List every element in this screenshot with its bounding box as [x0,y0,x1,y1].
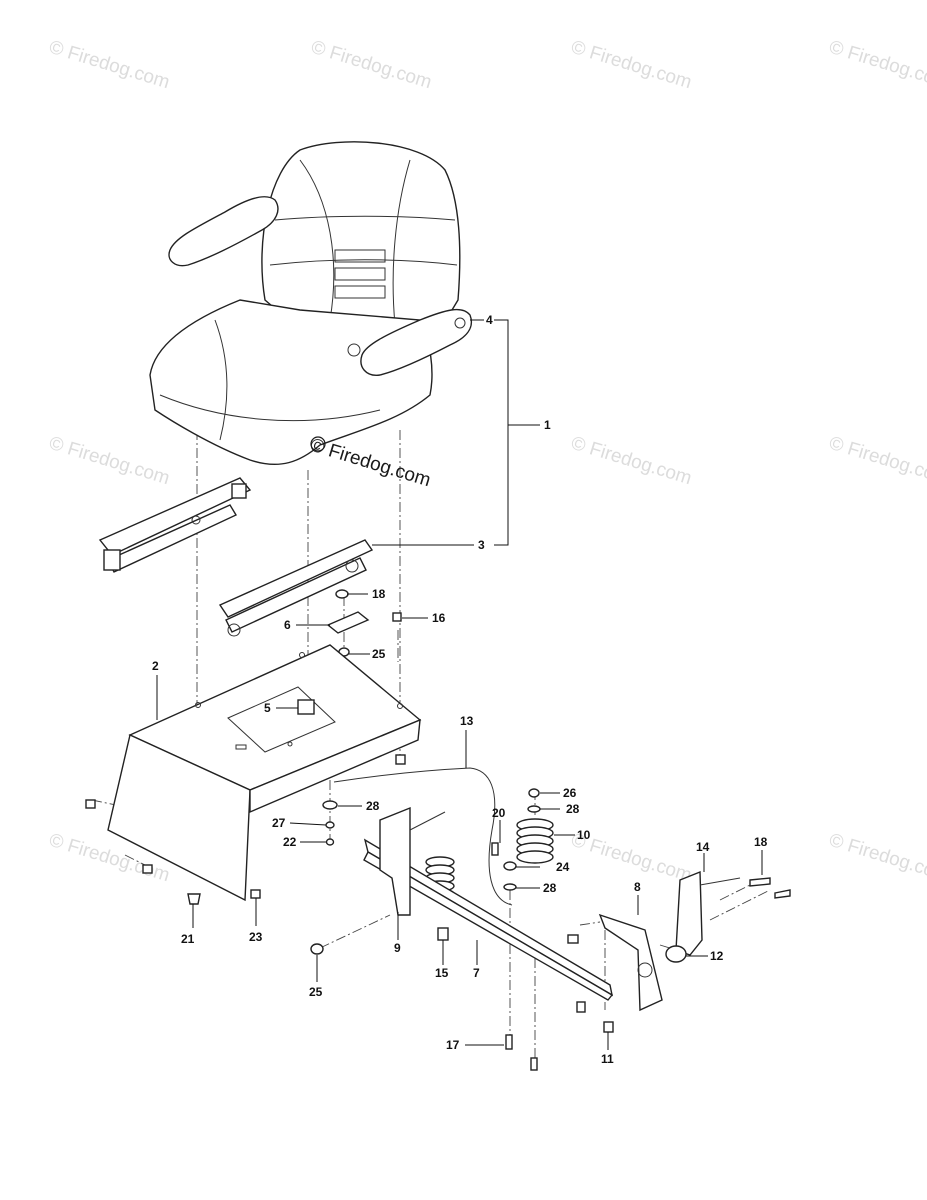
callout-21: 21 [181,932,195,946]
callout-17: 17 [446,1038,460,1052]
fastener-stack [322,788,541,891]
callout-22: 22 [283,835,297,849]
seat-cable [333,767,513,906]
watermark: © Firedog.com [47,433,173,490]
bushing [665,945,687,963]
mount-plate [675,870,703,956]
copyright-icon [310,436,326,452]
callout-4: 4 [486,313,493,327]
callout-8: 8 [634,880,641,894]
seat-switch [297,699,315,715]
seat-adjust-knob-icon [347,343,361,357]
left-armrest [168,196,279,267]
callout-25b: 25 [309,985,323,999]
callout-10: 10 [577,828,591,842]
slide-rail-upper [98,477,252,573]
backrest-straps [334,249,386,299]
callout-2: 2 [152,659,159,673]
seat-pan [107,644,422,902]
callout-9: 9 [394,941,401,955]
watermark: © Firedog.com [569,433,695,490]
callout-6: 6 [284,618,291,632]
watermark: © Firedog.com [309,37,435,94]
pivot-bar [363,838,614,1001]
seat-switch-hardware [326,589,402,657]
callout-18b: 18 [754,835,768,849]
callout-5: 5 [264,701,271,715]
slide-rail-lower [218,539,374,637]
center-watermark-text: © Firedog.com [308,435,434,492]
armrest-knob-icon [454,317,466,329]
right-armrest [360,308,472,376]
callout-1: 1 [544,418,551,432]
callout-28a: 28 [366,799,380,813]
callout-26: 26 [563,786,577,800]
seat-pan-hardware [85,754,406,905]
callout-16: 16 [432,611,446,625]
center-watermark: © Firedog.com [308,435,434,492]
callout-27: 27 [272,816,286,830]
callout-24: 24 [556,860,570,874]
callout-11: 11 [601,1052,614,1066]
leader-lines [156,319,763,1050]
bracket-left [379,806,411,916]
watermark: © Firedog.com [569,37,695,94]
callout-28b: 28 [566,802,580,816]
watermark: © Firedog.com [827,37,927,94]
callout-15: 15 [435,966,449,980]
callout-23: 23 [249,930,263,944]
callout-13: 13 [460,714,474,728]
callout-18a: 18 [372,587,386,601]
spring-right [516,818,554,864]
watermark: © Firedog.com [827,830,927,887]
bolts [310,877,791,1071]
callout-20: 20 [492,806,506,820]
seat-assembly [149,141,472,466]
callouts: 1 2 3 4 5 6 7 8 9 10 11 12 13 14 15 16 1… [152,313,768,1066]
callout-7: 7 [473,966,480,980]
watermark: © Firedog.com [47,37,173,94]
callout-25a: 25 [372,647,386,661]
bracket-right [598,913,663,1012]
callout-3: 3 [478,538,485,552]
watermark: © Firedog.com [827,433,927,490]
callout-12: 12 [710,949,724,963]
callout-28c: 28 [543,881,557,895]
callout-14: 14 [696,840,710,854]
